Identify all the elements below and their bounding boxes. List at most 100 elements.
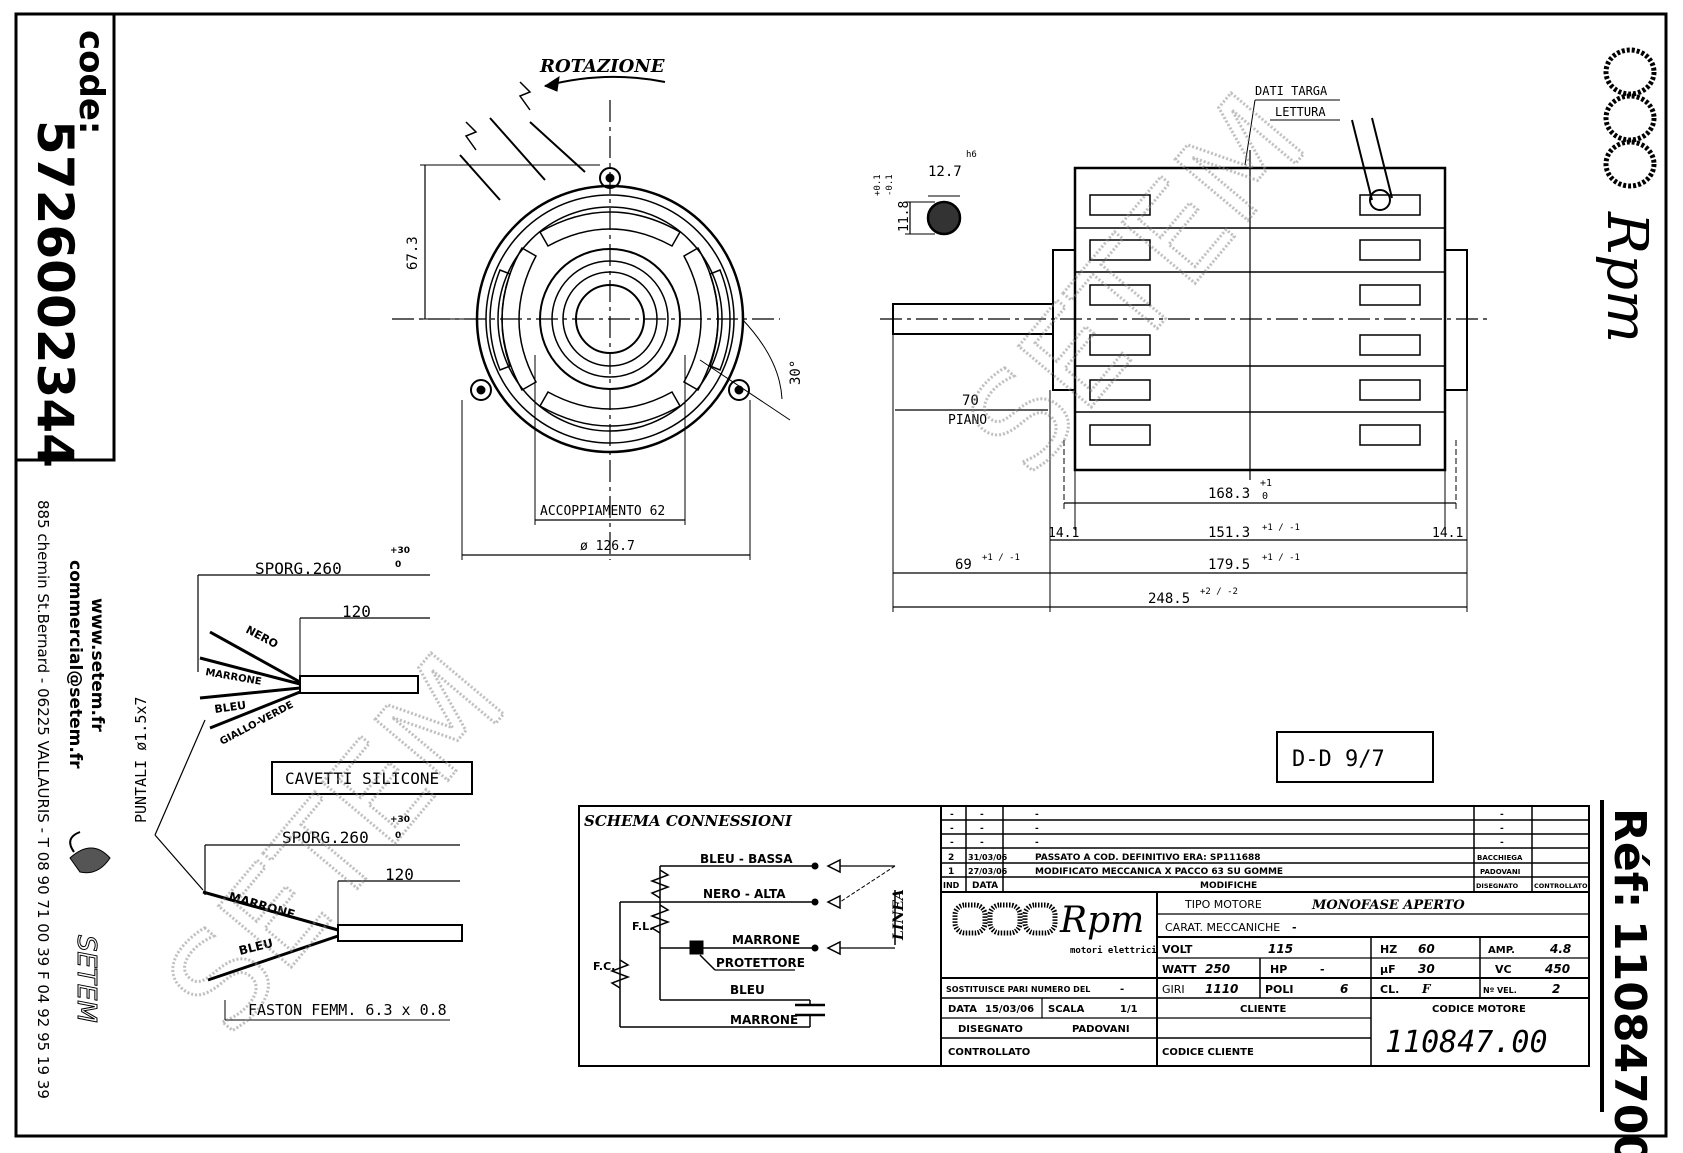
controllato-label: CONTROLLATO xyxy=(948,1047,1030,1058)
revision-rows: - - - - - - - - - - - - 2 31/03/06 PASSA… xyxy=(943,810,1588,891)
side-panel: code: 5726002344 www.setem.fr commercial… xyxy=(14,12,116,1099)
wire-bleu: BLEU xyxy=(214,699,247,716)
nameplate-label: DATI TARGA xyxy=(1255,84,1328,98)
dim-height-67: 67.3 xyxy=(405,236,421,270)
rev-date: 31/03/06 xyxy=(968,853,1008,862)
wire-nero-alta: NERO - ALTA xyxy=(703,887,786,901)
codice-motore-label: CODICE MOTORE xyxy=(1432,1004,1526,1015)
revision-row: 2 31/03/06 PASSATO A COD. DEFINITIVO ERA… xyxy=(948,853,1523,863)
revision-row: - - - - xyxy=(950,838,1504,848)
ref-value: 11084700 xyxy=(1604,920,1655,1153)
vc-label: VC xyxy=(1495,963,1512,976)
title-block: Rpm motori elettrici TIPO MOTORE MONOFAS… xyxy=(946,898,1571,1060)
line-label: LINEA xyxy=(891,889,907,941)
volt-label: VOLT xyxy=(1162,943,1193,956)
key-dim-width-tol: h6 xyxy=(966,150,977,160)
hp-value: - xyxy=(1320,963,1325,976)
dim-flange-left: 14.1 xyxy=(1048,526,1079,541)
rev-ind: 2 xyxy=(948,853,954,863)
watt-value: 250 xyxy=(1205,962,1230,976)
sporg2-tol-plus: +30 xyxy=(390,815,410,825)
sporg-tol-plus: +30 xyxy=(390,546,410,556)
data-label: DATA xyxy=(948,1004,977,1015)
code-label: code: xyxy=(71,30,111,135)
watermark-bottom: SETEM xyxy=(137,626,535,1060)
dd-label: D-D 9/7 xyxy=(1292,747,1385,772)
sostituisce-value: - xyxy=(1120,984,1124,995)
revision-row: 1 27/03/06 MODIFICATO MECCANICA X PACCO … xyxy=(948,867,1520,877)
vent-slots xyxy=(489,211,731,427)
wire-marrone-1: MARRONE xyxy=(732,933,800,947)
rev-ind: - xyxy=(950,824,954,834)
front-view: ROTAZIONE 67.3 30° ACCOPPIAMENTO 62 ø 12… xyxy=(392,56,804,560)
body-slots xyxy=(1075,194,1445,446)
rev-ind: 1 xyxy=(948,867,954,877)
protector-icon xyxy=(689,940,704,955)
title-logo-sub: motori elettrici xyxy=(1070,945,1157,956)
title-logo-text: Rpm xyxy=(1059,900,1144,941)
rev-drawn: - xyxy=(1500,824,1504,834)
terminals-label: PUNTALI ø1.5x7 xyxy=(132,697,150,823)
website-link[interactable]: www.setem.fr xyxy=(87,598,107,732)
revision-header: IND DATA MODIFICHE DISEGNATO CONTROLLATO xyxy=(943,881,1588,891)
rotation-label: ROTAZIONE xyxy=(539,56,665,77)
uf-value: 30 xyxy=(1418,962,1435,976)
address-text: 885 chemin St.Bernard - 06225 VALLAURIS … xyxy=(34,500,52,1099)
carat-value: - xyxy=(1292,921,1297,934)
drawing-frame xyxy=(14,12,1668,1138)
nvel-label: Nº VEL. xyxy=(1483,986,1517,995)
vc-value: 450 xyxy=(1544,962,1570,976)
dim-248: 248.5 xyxy=(1148,591,1190,607)
rev-desc: - xyxy=(1035,824,1039,834)
hp-label: HP xyxy=(1270,963,1287,976)
rev-drawn: - xyxy=(1500,810,1504,820)
fc-label: F.C. xyxy=(593,960,615,973)
dim-diameter-126: ø 126.7 xyxy=(580,539,635,554)
motor-outer-ring xyxy=(475,184,745,454)
dim-69: 69 xyxy=(955,557,972,573)
watermark-top: SETEM xyxy=(937,66,1335,500)
right-panel: Rpm Réf: 11084700 xyxy=(1594,47,1659,1153)
dim-69-tol: +1 / -1 xyxy=(982,553,1020,563)
rev-drawn: - xyxy=(1500,838,1504,848)
giri-value: 1110 xyxy=(1205,982,1238,996)
sporg2-tol-minus: 0 xyxy=(395,831,401,841)
dim-70: 70 xyxy=(962,393,979,409)
ref-label: Réf: xyxy=(1604,808,1655,908)
key-tol-minus: -0.1 xyxy=(885,174,895,196)
setem-bird-logo-icon xyxy=(69,831,111,874)
schema-title: SCHEMA CONNESSIONI xyxy=(584,812,793,830)
codice-motore-value: 110847.00 xyxy=(1385,1025,1548,1060)
rev-date: - xyxy=(980,838,984,848)
sporg-tol-minus: 0 xyxy=(395,560,401,570)
key-dim-width: 12.7 xyxy=(928,164,962,180)
disegnato-value: PADOVANI xyxy=(1072,1024,1130,1035)
dd-box xyxy=(1276,731,1434,783)
rpm-logo: Rpm motori elettrici xyxy=(952,900,1157,956)
setem-brand: SETEM xyxy=(71,935,101,1023)
side-view: DATI TARGA LETTURA 70 PIANO 168.3 +1 0 1… xyxy=(880,84,1490,612)
scala-label: SCALA xyxy=(1048,1004,1085,1015)
rev-header-date: DATA xyxy=(972,881,998,891)
poli-label: POLI xyxy=(1265,983,1294,996)
wire-protettore: PROTETTORE xyxy=(716,956,805,970)
rpm-rings-logo-icon xyxy=(1603,47,1657,189)
reading-label: LETTURA xyxy=(1275,105,1326,119)
wire-marrone-2: MARRONE xyxy=(730,1013,798,1027)
rev-ind: - xyxy=(950,810,954,820)
code-value: 5726002344 xyxy=(26,120,84,468)
silicone-label: CAVETTI SILICONE xyxy=(285,769,439,788)
plane-label: PIANO xyxy=(948,413,987,428)
carat-label: CARAT. MECCANICHE xyxy=(1165,921,1280,934)
sostituisce-label: SOSTITUISCE PARI NUMERO DEL xyxy=(946,985,1090,994)
tipo-motore-label: TIPO MOTORE xyxy=(1184,898,1262,911)
data-value: 15/03/06 xyxy=(985,1004,1034,1015)
rev-header-drawn: DISEGNATO xyxy=(1476,882,1519,890)
sporg-label: SPORG.260 xyxy=(255,559,342,578)
dim-179-tol: +1 / -1 xyxy=(1262,553,1300,563)
dim-151-tol: +1 / -1 xyxy=(1262,523,1300,533)
resistor-fc-icon xyxy=(609,959,631,989)
email-link[interactable]: commercial@setem.fr xyxy=(65,560,85,769)
cl-value: F xyxy=(1421,982,1432,996)
